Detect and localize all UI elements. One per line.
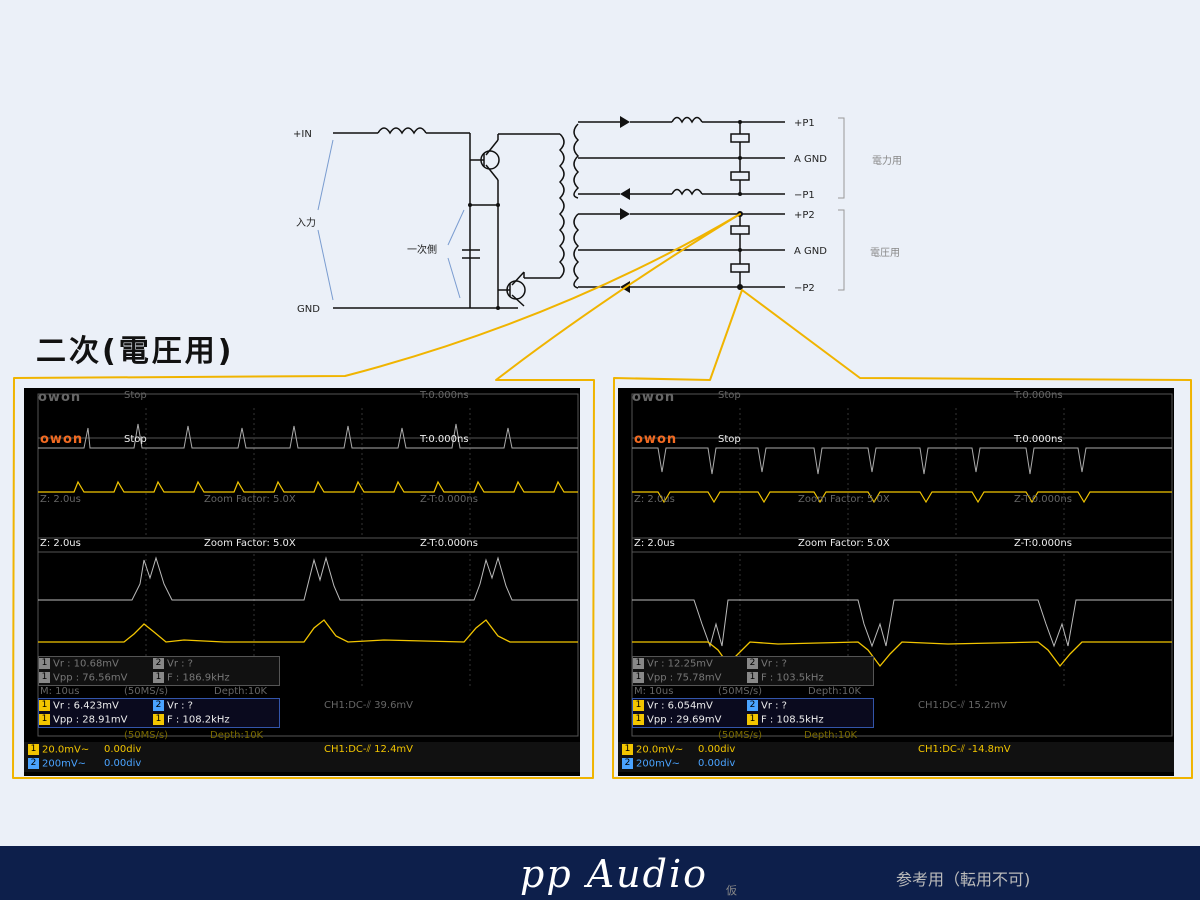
- depth-faint: Depth:10K: [804, 730, 858, 741]
- vpp-ch1: Vpp : 29.69mV: [647, 714, 722, 726]
- in-plus-label: +IN: [293, 129, 312, 140]
- p1-minus-label: −P1: [794, 190, 815, 201]
- zoom-factor-ghost: Zoom Factor: 5.0X: [204, 494, 296, 505]
- trigger-setting: CH1:DC-⫽ -14.8mV: [918, 744, 1011, 755]
- ch2-offset: 0.00div: [698, 758, 736, 769]
- ch1-offset: 0.00div: [698, 744, 736, 755]
- ch2-offset: 0.00div: [104, 758, 142, 769]
- ghost-vpp-ch1: Vpp : 76.56mV: [53, 672, 128, 684]
- zoom-factor-ghost: Zoom Factor: 5.0X: [798, 494, 890, 505]
- trigger-ghost: CH1:DC-⫽ 15.2mV: [918, 700, 1008, 711]
- run-status: Stop: [124, 434, 147, 445]
- zoom-trigger: Z-T:0.000ns: [1014, 538, 1072, 549]
- agnd2-label: A GND: [794, 246, 827, 257]
- depth-faint: Depth:10K: [210, 730, 264, 741]
- f-ch1: F : 108.5kHz: [761, 714, 824, 726]
- agnd1-label: A GND: [794, 154, 827, 165]
- status-ghost: Stop: [124, 390, 147, 401]
- ghost-vr-ch1: Vr : 12.25mV: [647, 658, 713, 670]
- trigger-ghost: CH1:DC-⫽ 39.6mV: [324, 700, 414, 711]
- gnd-label: GND: [297, 304, 320, 315]
- brand-logo: pp Audio: [520, 852, 709, 896]
- ch2-trace-top-left: [38, 423, 578, 449]
- zoom-trigger-ghost: Z-T:0.000ns: [420, 494, 478, 505]
- provisional-mark: 仮: [726, 884, 737, 897]
- vr-ch2: Vr : ?: [761, 700, 787, 712]
- p1-plus-label: +P1: [794, 118, 815, 129]
- p2-minus-label: −P2: [794, 283, 815, 294]
- footer-bar: pp Audio 仮 参考用（転用不可): [0, 846, 1200, 900]
- zoom-factor: Zoom Factor: 5.0X: [204, 538, 296, 549]
- zoom-time-ghost: Z: 2.0us: [634, 494, 675, 505]
- ghost-f-ch1: F : 103.5kHz: [761, 672, 824, 684]
- vpp-ch1: Vpp : 28.91mV: [53, 714, 128, 726]
- vr-ch2: Vr : ?: [167, 700, 193, 712]
- sample-ghost: (50MS/s): [718, 686, 763, 697]
- ch1-scale: 20.0mV~: [636, 744, 684, 756]
- ch2-trace-zoom-right: [632, 599, 1172, 648]
- owon-logo-ghost: owon: [38, 390, 82, 405]
- voltage-use-label: 電圧用: [870, 247, 900, 259]
- zoom-time: Z: 2.0us: [634, 538, 675, 549]
- sample-ghost: (50MS/s): [124, 686, 169, 697]
- ch1-trace-top-left: [38, 480, 578, 493]
- callout-left: [12, 213, 741, 779]
- zoom-time-ghost: Z: 2.0us: [40, 494, 81, 505]
- ch2-trace-top-right: [632, 447, 1172, 475]
- ch2-scale: 200mV~: [636, 758, 681, 770]
- sample-rate-faint: (50MS/s): [718, 730, 763, 741]
- trigger-time-ghost: T:0.000ns: [1014, 390, 1063, 401]
- callout-right: [612, 289, 1193, 779]
- input-label: 入力: [296, 216, 316, 229]
- zoom-trigger-ghost: Z-T:0.000ns: [1014, 494, 1072, 505]
- power-use-label: 電力用: [872, 154, 902, 167]
- timebase-ghost: M: 10us: [634, 686, 674, 697]
- ch1-trace-top-right: [632, 491, 1172, 504]
- zoom-factor: Zoom Factor: 5.0X: [798, 538, 890, 549]
- ch2-trace-zoom-left: [38, 556, 578, 601]
- owon-logo-ghost: owon: [632, 390, 676, 405]
- oscilloscope-right: owon Stop T:0.000ns owon Stop T:0.000ns …: [618, 388, 1174, 776]
- ch2-scale: 200mV~: [42, 758, 87, 770]
- scope-grid-left: [37, 393, 579, 737]
- zoom-time: Z: 2.0us: [40, 538, 81, 549]
- depth-ghost: Depth:10K: [214, 686, 268, 697]
- zoom-trigger: Z-T:0.000ns: [420, 538, 478, 549]
- owon-logo: owon: [634, 432, 678, 447]
- ch1-trace-zoom-left: [38, 619, 578, 643]
- ghost-f-ch1: F : 186.9kHz: [167, 672, 230, 684]
- run-status: Stop: [718, 434, 741, 445]
- trigger-time: T:0.000ns: [420, 434, 469, 445]
- p2-plus-label: +P2: [794, 210, 815, 221]
- trigger-setting: CH1:DC-⫽ 12.4mV: [324, 744, 414, 755]
- vr-ch1: Vr : 6.423mV: [53, 700, 119, 712]
- ch1-scale: 20.0mV~: [42, 744, 90, 756]
- ch1-offset: 0.00div: [104, 744, 142, 755]
- ghost-vpp-ch1: Vpp : 75.78mV: [647, 672, 722, 684]
- vr-ch1: Vr : 6.054mV: [647, 700, 713, 712]
- depth-ghost: Depth:10K: [808, 686, 862, 697]
- circuit-diagram: +IN 入力 GND 一次側 +P1 A GND −P1 +P2 A GND −…: [12, 116, 1193, 779]
- sample-rate-faint: (50MS/s): [124, 730, 169, 741]
- ghost-vr-ch1: Vr : 10.68mV: [53, 658, 119, 670]
- ghost-vr-ch2: Vr : ?: [167, 658, 193, 670]
- section-heading: 二次(電圧用): [36, 334, 235, 369]
- owon-logo: owon: [40, 432, 84, 447]
- trigger-time: T:0.000ns: [1014, 434, 1063, 445]
- status-ghost: Stop: [718, 390, 741, 401]
- f-ch1: F : 108.2kHz: [167, 714, 230, 726]
- primary-side-label: 一次側: [407, 243, 437, 256]
- trigger-time-ghost: T:0.000ns: [420, 390, 469, 401]
- reference-note: 参考用（転用不可): [896, 870, 1031, 889]
- timebase-ghost: M: 10us: [40, 686, 80, 697]
- ghost-vr-ch2: Vr : ?: [761, 658, 787, 670]
- oscilloscope-left: owon Stop T:0.000ns owon Stop T:0.000ns …: [24, 388, 580, 776]
